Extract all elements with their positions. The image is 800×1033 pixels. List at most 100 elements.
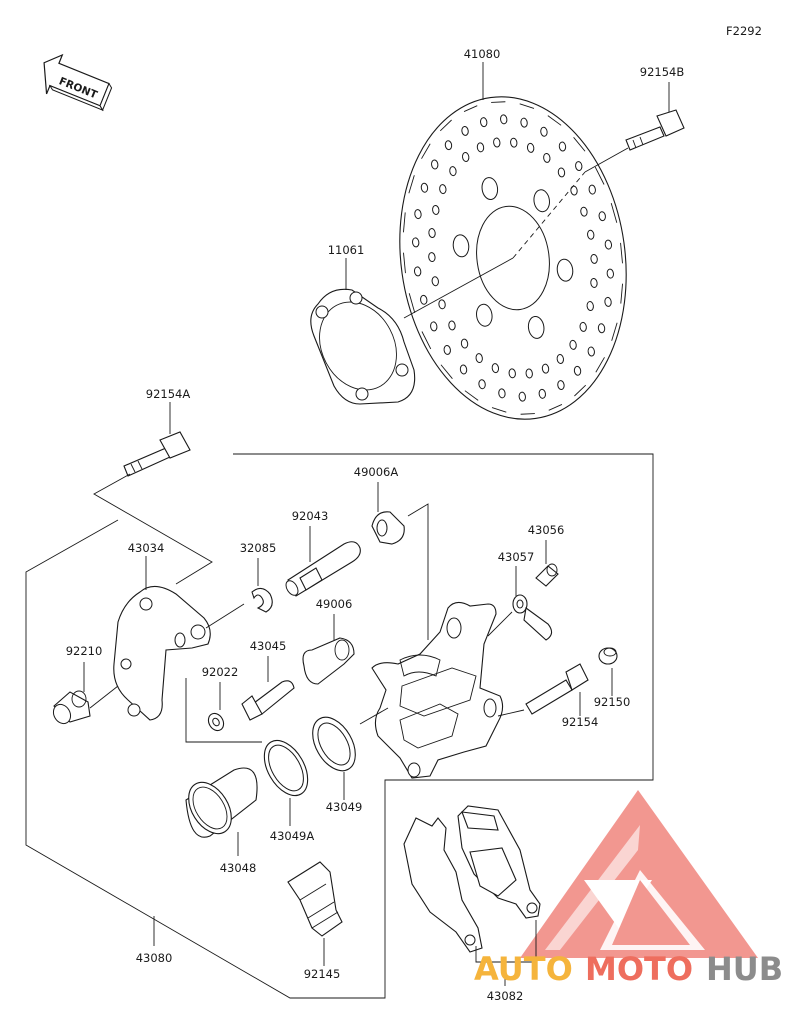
disc-scallop [464, 390, 479, 401]
disc-hole [541, 363, 550, 374]
disc-hole [478, 379, 486, 390]
disc-hole [579, 321, 587, 332]
disc-hole [444, 140, 453, 151]
label-92154A: 92154A [146, 387, 191, 401]
disc-hole [543, 152, 551, 163]
disc-hole [586, 301, 594, 311]
disc-scallop [595, 357, 605, 373]
disc-hole [414, 209, 422, 220]
piston-seal [312, 716, 356, 800]
disc-hole [411, 237, 420, 248]
disc-scallop [520, 413, 535, 415]
disc-scallop [463, 105, 478, 112]
disc-hole [556, 354, 564, 364]
disc-hole [449, 166, 457, 177]
caliper-pin [285, 526, 361, 597]
label-92043: 92043 [292, 509, 329, 523]
bracket-boot [52, 662, 119, 725]
disc-hole [432, 205, 440, 215]
disc-scallop [491, 407, 507, 413]
disc-hole [538, 388, 546, 399]
front-arrow-icon: FRONT [43, 53, 113, 112]
washer [185, 678, 262, 743]
retaining-clip [205, 558, 273, 629]
disc-hole [475, 353, 483, 364]
disc-hole [428, 252, 436, 263]
disc-hole [452, 234, 470, 258]
watermark-brand-auto: AUTO [474, 950, 573, 988]
pin-cap [598, 647, 618, 696]
disc-hole [606, 268, 615, 279]
bleeder-screw [535, 540, 559, 587]
disc-hole [525, 368, 533, 379]
disc-hole [420, 294, 428, 305]
disc-scallop [548, 404, 563, 411]
label-43056: 43056 [528, 523, 565, 537]
disc-hole [598, 211, 606, 222]
disc-hole [448, 320, 456, 331]
disc-scallop [519, 103, 535, 109]
label-43057: 43057 [498, 550, 535, 564]
brake-pads [403, 805, 541, 986]
figure-id: F2292 [726, 24, 762, 38]
disc-hole [460, 338, 469, 349]
disc-scallop [547, 115, 562, 126]
disc-scallop [439, 119, 452, 132]
disc-hole [558, 141, 567, 152]
pin-boot [371, 482, 429, 640]
disc-hole [443, 344, 451, 355]
disc-hole [580, 206, 588, 217]
disc-hole [491, 363, 500, 374]
label-92022: 92022 [202, 665, 239, 679]
label-92154: 92154 [562, 715, 599, 729]
disc-scallop [440, 364, 453, 379]
caliper-body [359, 601, 504, 779]
disc-hole [481, 177, 499, 200]
disc-hole [588, 184, 596, 195]
disc-bolt [625, 82, 685, 151]
brake-disc [399, 62, 629, 420]
caliper-bracket-bolt [93, 402, 213, 585]
disc-hole [604, 296, 612, 307]
label-92145: 92145 [304, 967, 341, 981]
disc-hole [526, 142, 535, 153]
bleeder-cap [487, 566, 553, 641]
disc-hole [431, 276, 439, 287]
disc-hole [590, 253, 598, 264]
disc-scallop [421, 331, 432, 350]
caliper-slide-pin [241, 656, 295, 721]
watermark-logo [520, 790, 758, 958]
disc-hole [480, 117, 488, 128]
watermark-brand-moto: MOTO [585, 950, 693, 988]
disc-scallop [620, 283, 623, 304]
disc-hole [439, 184, 447, 195]
disc-scallop [491, 101, 506, 103]
disc-gasket [310, 257, 514, 405]
disc-hole [587, 346, 595, 357]
disc-hole [590, 277, 598, 288]
label-92150: 92150 [594, 695, 631, 709]
label-43049A: 43049A [270, 829, 315, 843]
label-43049: 43049 [326, 800, 363, 814]
disc-scallop [611, 322, 618, 341]
disc-scallop [408, 293, 416, 314]
label-41080: 41080 [464, 47, 501, 61]
disc-hole [557, 167, 566, 178]
label-32085: 32085 [240, 541, 277, 555]
disc-hole [413, 266, 422, 277]
disc-hole [428, 228, 436, 239]
disc-scallop [403, 212, 406, 233]
disc-hole [498, 388, 506, 399]
disc-hole [573, 365, 582, 376]
caliper-piston [185, 767, 258, 856]
disc-hole [500, 114, 508, 125]
disc-hole [430, 321, 438, 332]
disc-scallop [408, 175, 415, 194]
label-43034: 43034 [128, 541, 165, 555]
label-43045: 43045 [250, 639, 287, 653]
disc-scallop [403, 252, 406, 274]
dust-seal [263, 739, 309, 826]
label-92210: 92210 [66, 644, 103, 658]
disc-scallop [620, 242, 623, 264]
disc-hole [420, 182, 429, 193]
